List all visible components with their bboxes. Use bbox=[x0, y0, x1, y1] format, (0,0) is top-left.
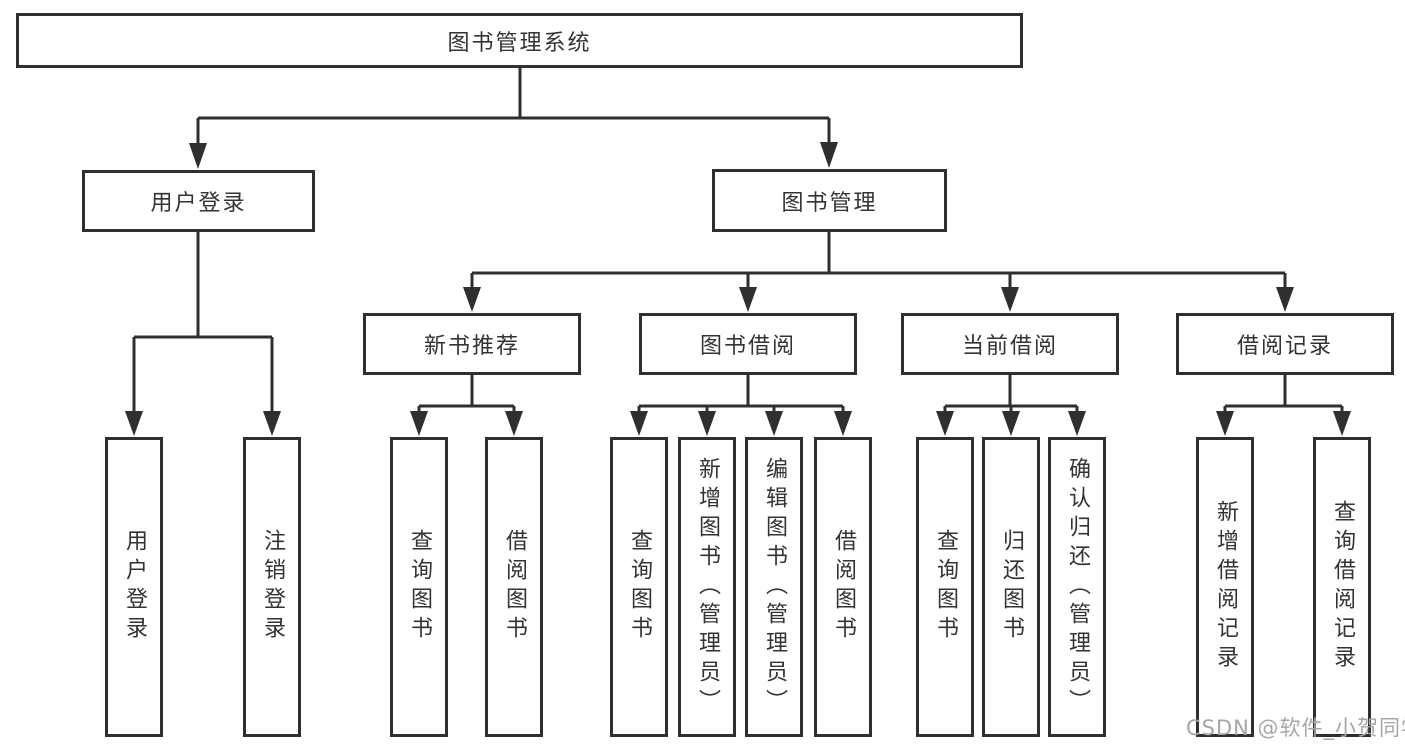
node-book-borrow: 图书借阅 bbox=[639, 313, 857, 375]
leaf-borrow-books: 借阅图书 bbox=[485, 437, 543, 737]
leaf-query-borrow-record: 查询借阅记录 bbox=[1313, 437, 1371, 737]
leaf-query-books: 查询图书 bbox=[610, 437, 668, 737]
node-new-book-recommend: 新书推荐 bbox=[363, 313, 581, 375]
node-book-management: 图书管理 bbox=[712, 169, 947, 232]
node-current-borrow: 当前借阅 bbox=[901, 313, 1119, 375]
leaf-borrow-books: 借阅图书 bbox=[814, 437, 872, 737]
leaf-confirm-return-admin: 确认归还（管理员） bbox=[1048, 437, 1106, 737]
node-user-login: 用户登录 bbox=[82, 170, 315, 232]
leaf-return-books: 归还图书 bbox=[982, 437, 1040, 737]
watermark: CSDN @软件_小贺同学 bbox=[1186, 716, 1405, 740]
leaf-user-login: 用户登录 bbox=[105, 437, 163, 737]
leaf-query-books: 查询图书 bbox=[916, 437, 974, 737]
leaf-edit-book-admin: 编辑图书（管理员） bbox=[745, 437, 803, 737]
leaf-logout: 注销登录 bbox=[243, 437, 301, 737]
connector-lines bbox=[132, 66, 1344, 413]
leaf-add-book-admin: 新增图书（管理员） bbox=[678, 437, 736, 737]
node-borrow-records: 借阅记录 bbox=[1176, 313, 1394, 375]
leaf-query-books: 查询图书 bbox=[390, 437, 448, 737]
node-library-system: 图书管理系统 bbox=[16, 13, 1023, 68]
leaf-add-borrow-record: 新增借阅记录 bbox=[1196, 437, 1254, 737]
